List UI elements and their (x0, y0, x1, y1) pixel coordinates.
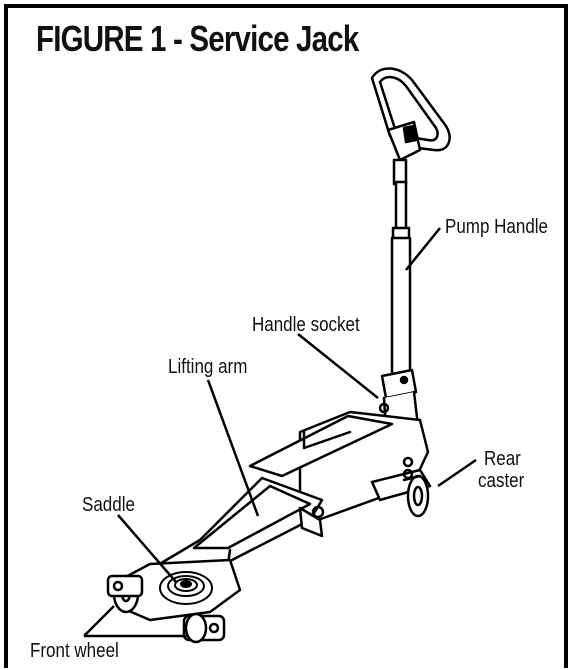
pump-handle-label: Pump Handle (445, 216, 549, 238)
handle-socket-label: Handle socket (252, 314, 360, 336)
rear-caster-callout (437, 458, 477, 488)
rear-caster-label-line2: caster (478, 470, 525, 492)
handle-grip (370, 67, 451, 162)
handle-socket-callout (297, 333, 379, 399)
rear-caster-label-line1: Rear (484, 448, 521, 470)
pump-handle-tube (390, 158, 412, 390)
figure-title: FIGURE 1 - Service Jack (36, 18, 359, 59)
lifting-arm-callout (206, 379, 260, 517)
lifting-arm-label: Lifting arm (168, 356, 248, 378)
front-wheel-label: Front wheel (30, 640, 119, 662)
pump-handle-callout (405, 227, 441, 271)
rear-caster (402, 474, 430, 518)
front-wheel-callout-1 (83, 605, 115, 637)
figure-frame (4, 4, 568, 668)
saddle-part (159, 571, 213, 605)
saddle-label: Saddle (82, 494, 135, 516)
saddle-callout (117, 514, 177, 583)
